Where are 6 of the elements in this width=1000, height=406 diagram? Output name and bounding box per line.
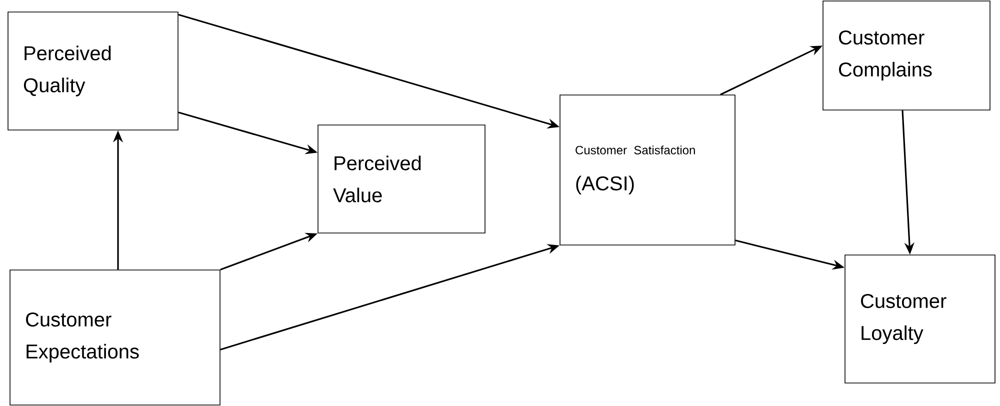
process-box: Perceived Value xyxy=(318,124,486,234)
process-box: Customer Loyalty xyxy=(844,254,996,384)
process-box: Perceived Quality xyxy=(8,12,178,130)
process-box: Customer Complains xyxy=(822,0,990,110)
process-box: Customer Satisfaction (ACSI) xyxy=(560,94,736,246)
process-box: Customer Expectations xyxy=(10,270,220,406)
